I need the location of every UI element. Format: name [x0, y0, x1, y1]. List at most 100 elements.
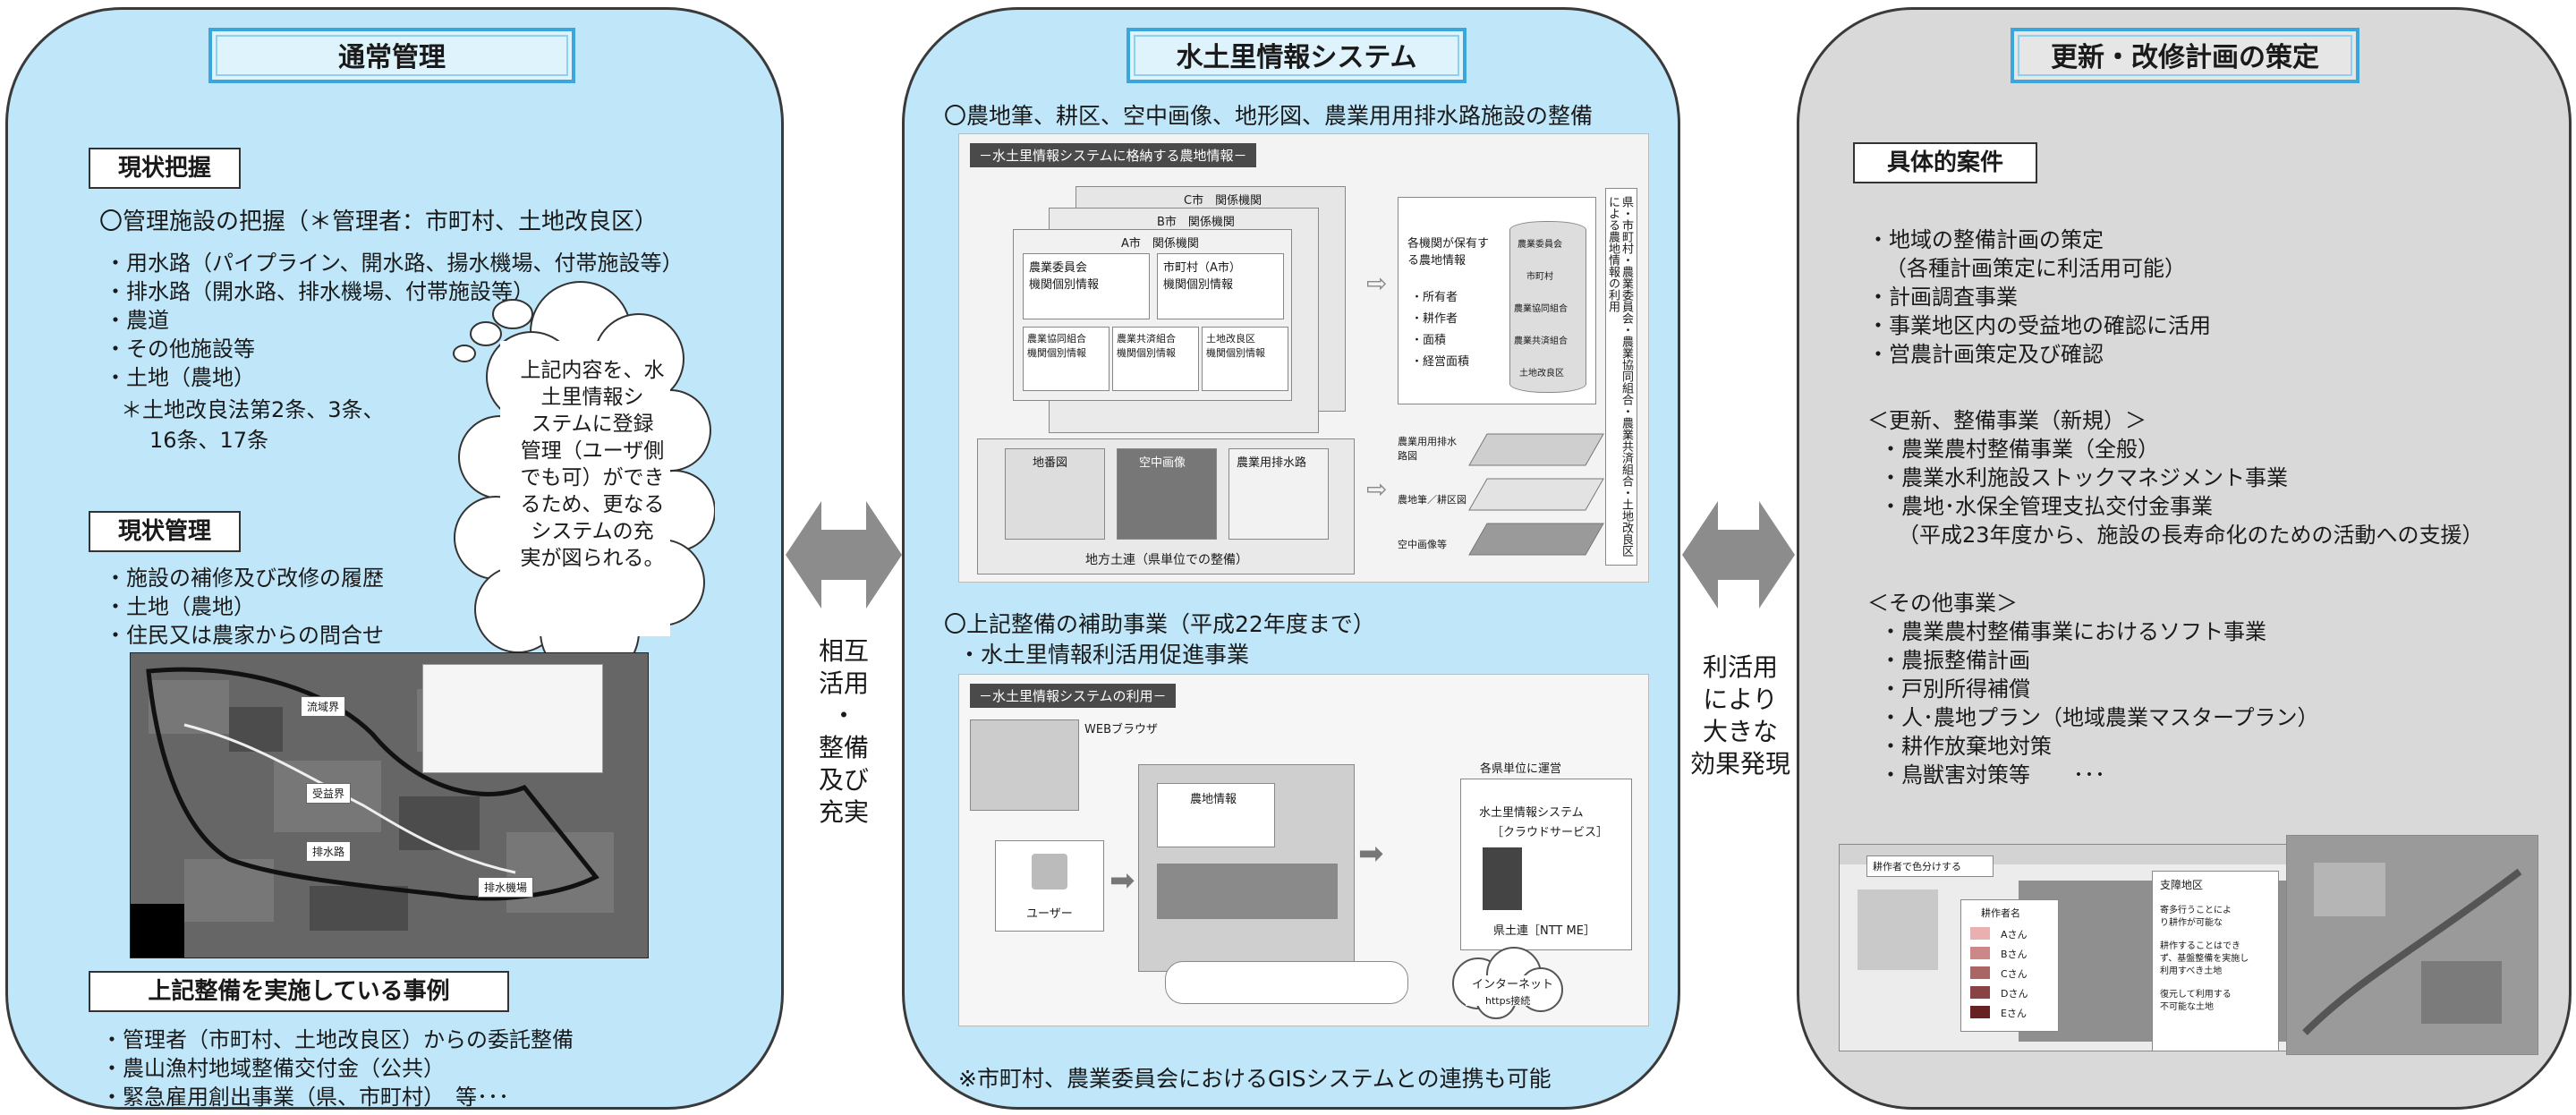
- held-item: ・経営面積: [1411, 355, 1470, 369]
- cloud-service-label: ［クラウドサービス］: [1492, 826, 1609, 839]
- case-item: ・地域の整備計画の策定: [1867, 227, 2104, 252]
- map-layer-panel: [422, 664, 603, 773]
- legend-swatch: [1970, 1006, 1990, 1018]
- arrow-caption-line: 利活用: [1702, 652, 1778, 682]
- popup-line: 寄多行うことによ: [2160, 906, 2232, 915]
- cloud-line: ステムに登録: [531, 413, 654, 436]
- facility-item: ・農道: [105, 308, 169, 333]
- info-popup: 支障地区 寄多行うことによ り耕作が可能な 耕作することはでき ず、基盤整備を実…: [2152, 871, 2279, 1051]
- arrow-caption-line: 相互: [818, 636, 869, 666]
- user-box: ユーザー: [995, 840, 1104, 932]
- flow-arrow-icon: ⇨: [1366, 474, 1388, 504]
- org-card-label: 農業共済組合 機関個別情報: [1117, 333, 1176, 359]
- facility-item: ・排水路（開水路、排水機場、付帯施設等）: [105, 279, 534, 304]
- held-item: ・耕作者: [1411, 312, 1458, 326]
- map-thumb-label: 空中画像: [1139, 456, 1186, 470]
- held-label: 各機関が保有する農地情報: [1407, 237, 1490, 268]
- user-label: ユーザー: [1026, 907, 1073, 921]
- right-panel: 更新・改修計画の策定 具体的案件 ・地域の整備計画の策定 （各種計画策定に利活用…: [1797, 7, 2572, 1110]
- tab-color-by-farmer[interactable]: 耕作者で色分けする: [1866, 855, 1994, 877]
- footer-note: ※市町村、農業委員会におけるGISシステムとの連携も可能: [958, 1066, 1552, 1092]
- case-item: ・人･農地プラン（地域農業マスタープラン）: [1880, 705, 2319, 730]
- case-item: ・事業地区内の受益地の確認に活用: [1867, 313, 2211, 338]
- farmland-info-label: 農地情報: [1190, 793, 1237, 806]
- map-label: 受益界: [306, 783, 352, 804]
- facility-intro: 〇管理施設の把握（＊管理者：市町村、土地改良区）: [99, 209, 659, 235]
- db-label: 市町村: [1526, 272, 1553, 282]
- legend-item: Cさん: [2001, 968, 2028, 980]
- org-card-label: 市町村（A市） 機関個別情報: [1163, 261, 1241, 292]
- thought-cloud: [453, 281, 715, 682]
- aerial-photo: [2286, 835, 2538, 1055]
- farmland-info-figure: －水土里情報システムに格納する農地情報－ C市 関係機関 B市 関係機関 A市 …: [958, 133, 1649, 583]
- city-label: A市 関係機関: [1121, 237, 1199, 251]
- popup-line: 復元して利用する: [2160, 990, 2232, 1000]
- map-label: 流域界: [301, 696, 346, 717]
- case-item: ・農地･水保全管理支払交付金事業: [1880, 494, 2213, 519]
- panel-title: 更新・改修計画の策定: [2011, 28, 2359, 83]
- popup-line: 不可能な土地: [2160, 1002, 2214, 1012]
- legend-swatch: [1970, 986, 1990, 999]
- popup-title: 支障地区: [2160, 879, 2204, 891]
- map-label: 排水路: [306, 841, 352, 862]
- management-item: ・住民又は農家からの問合せ: [105, 623, 384, 648]
- facility-item: ・その他施設等: [105, 336, 255, 362]
- usage-sidebar: 県・市町村・農業委員会・農業協同組合・農業共済組合・土地改良区による農地情報の利…: [1605, 188, 1637, 566]
- org-card: 農業委員会 機関個別情報: [1023, 253, 1150, 319]
- map-label: 排水機場: [478, 877, 534, 898]
- data-repository: 農地情報: [1138, 764, 1355, 972]
- tab-label: 耕作者で色分けする: [1873, 861, 1961, 872]
- org-card-label: 農業協同組合 機関個別情報: [1027, 333, 1086, 359]
- legend-item: Dさん: [2001, 988, 2028, 1000]
- section-heading-cases: 具体的案件: [1853, 142, 2037, 183]
- cloud-text: 上記内容を、水 土里情報シ ステムに登録 管理（ユーザ側 でも可）ができ るため…: [516, 357, 668, 572]
- middle-panel: 水土里情報システム 〇農地筆、耕区、空中画像、地形図、農業用用排水路施設の整備 …: [902, 7, 1680, 1110]
- database-icon: 農業委員会 市町村 農業協同組合 農業共済組合 土地改良区: [1509, 221, 1586, 393]
- legend-item: Bさん: [2001, 949, 2028, 960]
- facility-item: ・土地（農地）: [105, 365, 255, 390]
- case-item: ・農業農村整備事業におけるソフト事業: [1880, 619, 2266, 644]
- server-box: 水土里情報システム ［クラウドサービス］ 県土連［NTT ME］: [1460, 779, 1632, 950]
- screen-thumb: [970, 719, 1079, 811]
- db-label: 農業共済組合: [1514, 336, 1568, 346]
- layer-label: 農地筆／耕区図: [1398, 494, 1467, 506]
- system-line: 〇農地筆、耕区、空中画像、地形図、農業用用排水路施設の整備: [944, 103, 1594, 129]
- section-heading-examples: 上記整備を実施している事例: [89, 971, 509, 1012]
- panel-title: 水土里情報システム: [1126, 28, 1467, 83]
- case-item: （各種計画策定に利活用可能）: [1885, 256, 2186, 281]
- flow-arrow-icon: ➡: [1109, 863, 1135, 898]
- case-heading: ＜その他事業＞: [1867, 591, 2018, 616]
- section-heading-current-status: 現状把握: [89, 148, 241, 189]
- usage-text: 県・市町村・農業委員会・農業協同組合・農業共済組合・土地改良区による農地情報の利…: [1606, 196, 1633, 557]
- org-card: 市町村（A市） 機関個別情報: [1157, 253, 1284, 319]
- arrow-caption-line: 充実: [818, 797, 869, 827]
- facility-item: ・用水路（パイプライン、開水路、揚水機場、付帯施設等）: [105, 251, 684, 276]
- left-panel: 通常管理 現状把握 〇管理施設の把握（＊管理者：市町村、土地改良区） ・用水路（…: [5, 7, 784, 1110]
- federation-label: 県土連［NTT ME］: [1493, 924, 1595, 938]
- section-heading-current-management: 現状管理: [89, 511, 241, 552]
- org-card: 土地改良区 機関個別情報: [1202, 327, 1288, 391]
- case-item: ・計画調査事業: [1867, 285, 2018, 310]
- double-arrow-right: [1682, 501, 1795, 609]
- base-label: 地方土連（県単位での整備）: [1085, 553, 1248, 567]
- map-thumb: 農業用排水路: [1228, 448, 1329, 540]
- popup-line: 耕作することはでき: [2160, 941, 2240, 951]
- arrow-caption-right: 利活用 により 大きな 効果発現: [1686, 651, 1795, 780]
- arrow-caption-line: ・: [830, 701, 856, 730]
- case-item: ・鳥獣害対策等 ･･･: [1880, 762, 2105, 787]
- popup-line: ず、基盤整備を実施し: [2160, 954, 2249, 964]
- case-item: ・農振整備計画: [1880, 648, 2030, 673]
- subsidy-line: ・水土里情報利活用促進事業: [958, 642, 1250, 668]
- cloud-line: システムの充: [531, 520, 654, 543]
- legend-item: Eさん: [2001, 1008, 2027, 1019]
- cloud-line: でも可）ができ: [520, 466, 665, 489]
- aerial-map-image: 流域界 受益界 排水路 排水機場: [130, 652, 649, 958]
- system-usage-figure: －水土里情報システムの利用－ WEBブラウザ ユーザー ➡ 農地情報 ➡ 各県単…: [958, 674, 1649, 1026]
- flow-arrow-icon: ➡: [1358, 836, 1384, 872]
- example-item: ・緊急雇用創出事業（県、市町村） 等･･･: [101, 1085, 509, 1110]
- map-thumb: 地番図: [1005, 448, 1105, 540]
- held-info: 各機関が保有する農地情報 ・所有者 ・耕作者 ・面積 ・経営面積 農業委員会 市…: [1398, 197, 1596, 404]
- example-item: ・管理者（市町村、土地改良区）からの委託整備: [101, 1027, 574, 1052]
- computer-icon: [1032, 854, 1067, 889]
- city-label: C市 関係機関: [1184, 194, 1262, 208]
